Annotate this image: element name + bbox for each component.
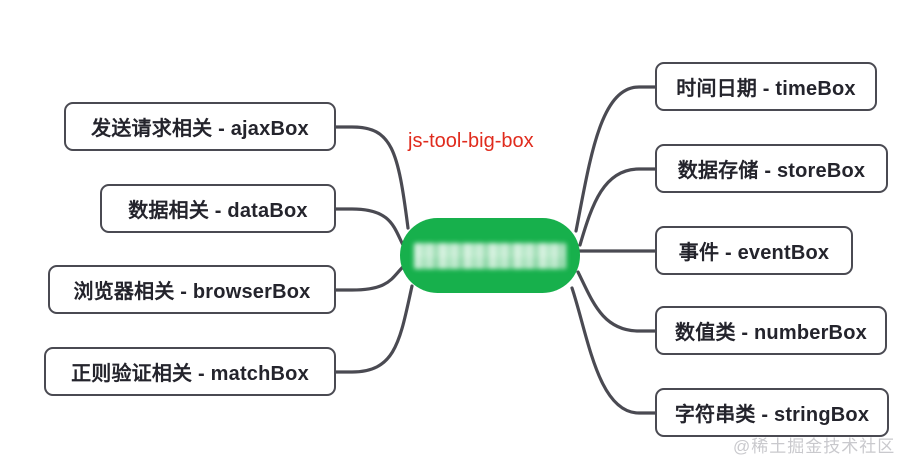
connector-timeBox: [574, 85, 657, 233]
node-label: 数据存储 - storeBox: [677, 160, 866, 182]
node-eventBox[interactable]: 事件 - eventBox: [655, 226, 853, 275]
connector-numberBox: [576, 270, 657, 333]
node-matchBox[interactable]: 正则验证相关 - matchBox: [44, 347, 336, 396]
node-label: 发送请求相关 - ajaxBox: [91, 118, 309, 140]
node-label: 正则验证相关 - matchBox: [71, 363, 309, 385]
node-timeBox[interactable]: 时间日期 - timeBox: [655, 62, 877, 111]
node-label: 事件 - eventBox: [678, 242, 830, 264]
connector-storeBox: [578, 167, 657, 247]
node-label: 浏览器相关 - browserBox: [73, 281, 311, 303]
node-label: 数值类 - numberBox: [675, 322, 867, 344]
connector-dataBox: [334, 207, 406, 249]
node-label: 数据相关 - dataBox: [128, 200, 308, 222]
page-title: js-tool-big-box: [408, 130, 534, 152]
center-node-redacted-label: [414, 242, 566, 269]
node-numberBox[interactable]: 数值类 - numberBox: [655, 306, 887, 355]
connector-ajaxBox: [334, 125, 410, 230]
node-ajaxBox[interactable]: 发送请求相关 - ajaxBox: [64, 102, 336, 151]
connector-stringBox: [570, 286, 657, 415]
node-browserBox[interactable]: 浏览器相关 - browserBox: [48, 265, 336, 314]
node-label: 字符串类 - stringBox: [674, 404, 870, 426]
connector-browserBox: [334, 262, 408, 292]
node-label: 时间日期 - timeBox: [676, 78, 856, 100]
node-dataBox[interactable]: 数据相关 - dataBox: [100, 184, 336, 233]
node-storeBox[interactable]: 数据存储 - storeBox: [655, 144, 888, 193]
center-node[interactable]: [400, 218, 580, 293]
watermark: @稀土掘金技术社区: [733, 437, 896, 456]
node-stringBox[interactable]: 字符串类 - stringBox: [655, 388, 889, 437]
connector-matchBox: [334, 284, 414, 374]
